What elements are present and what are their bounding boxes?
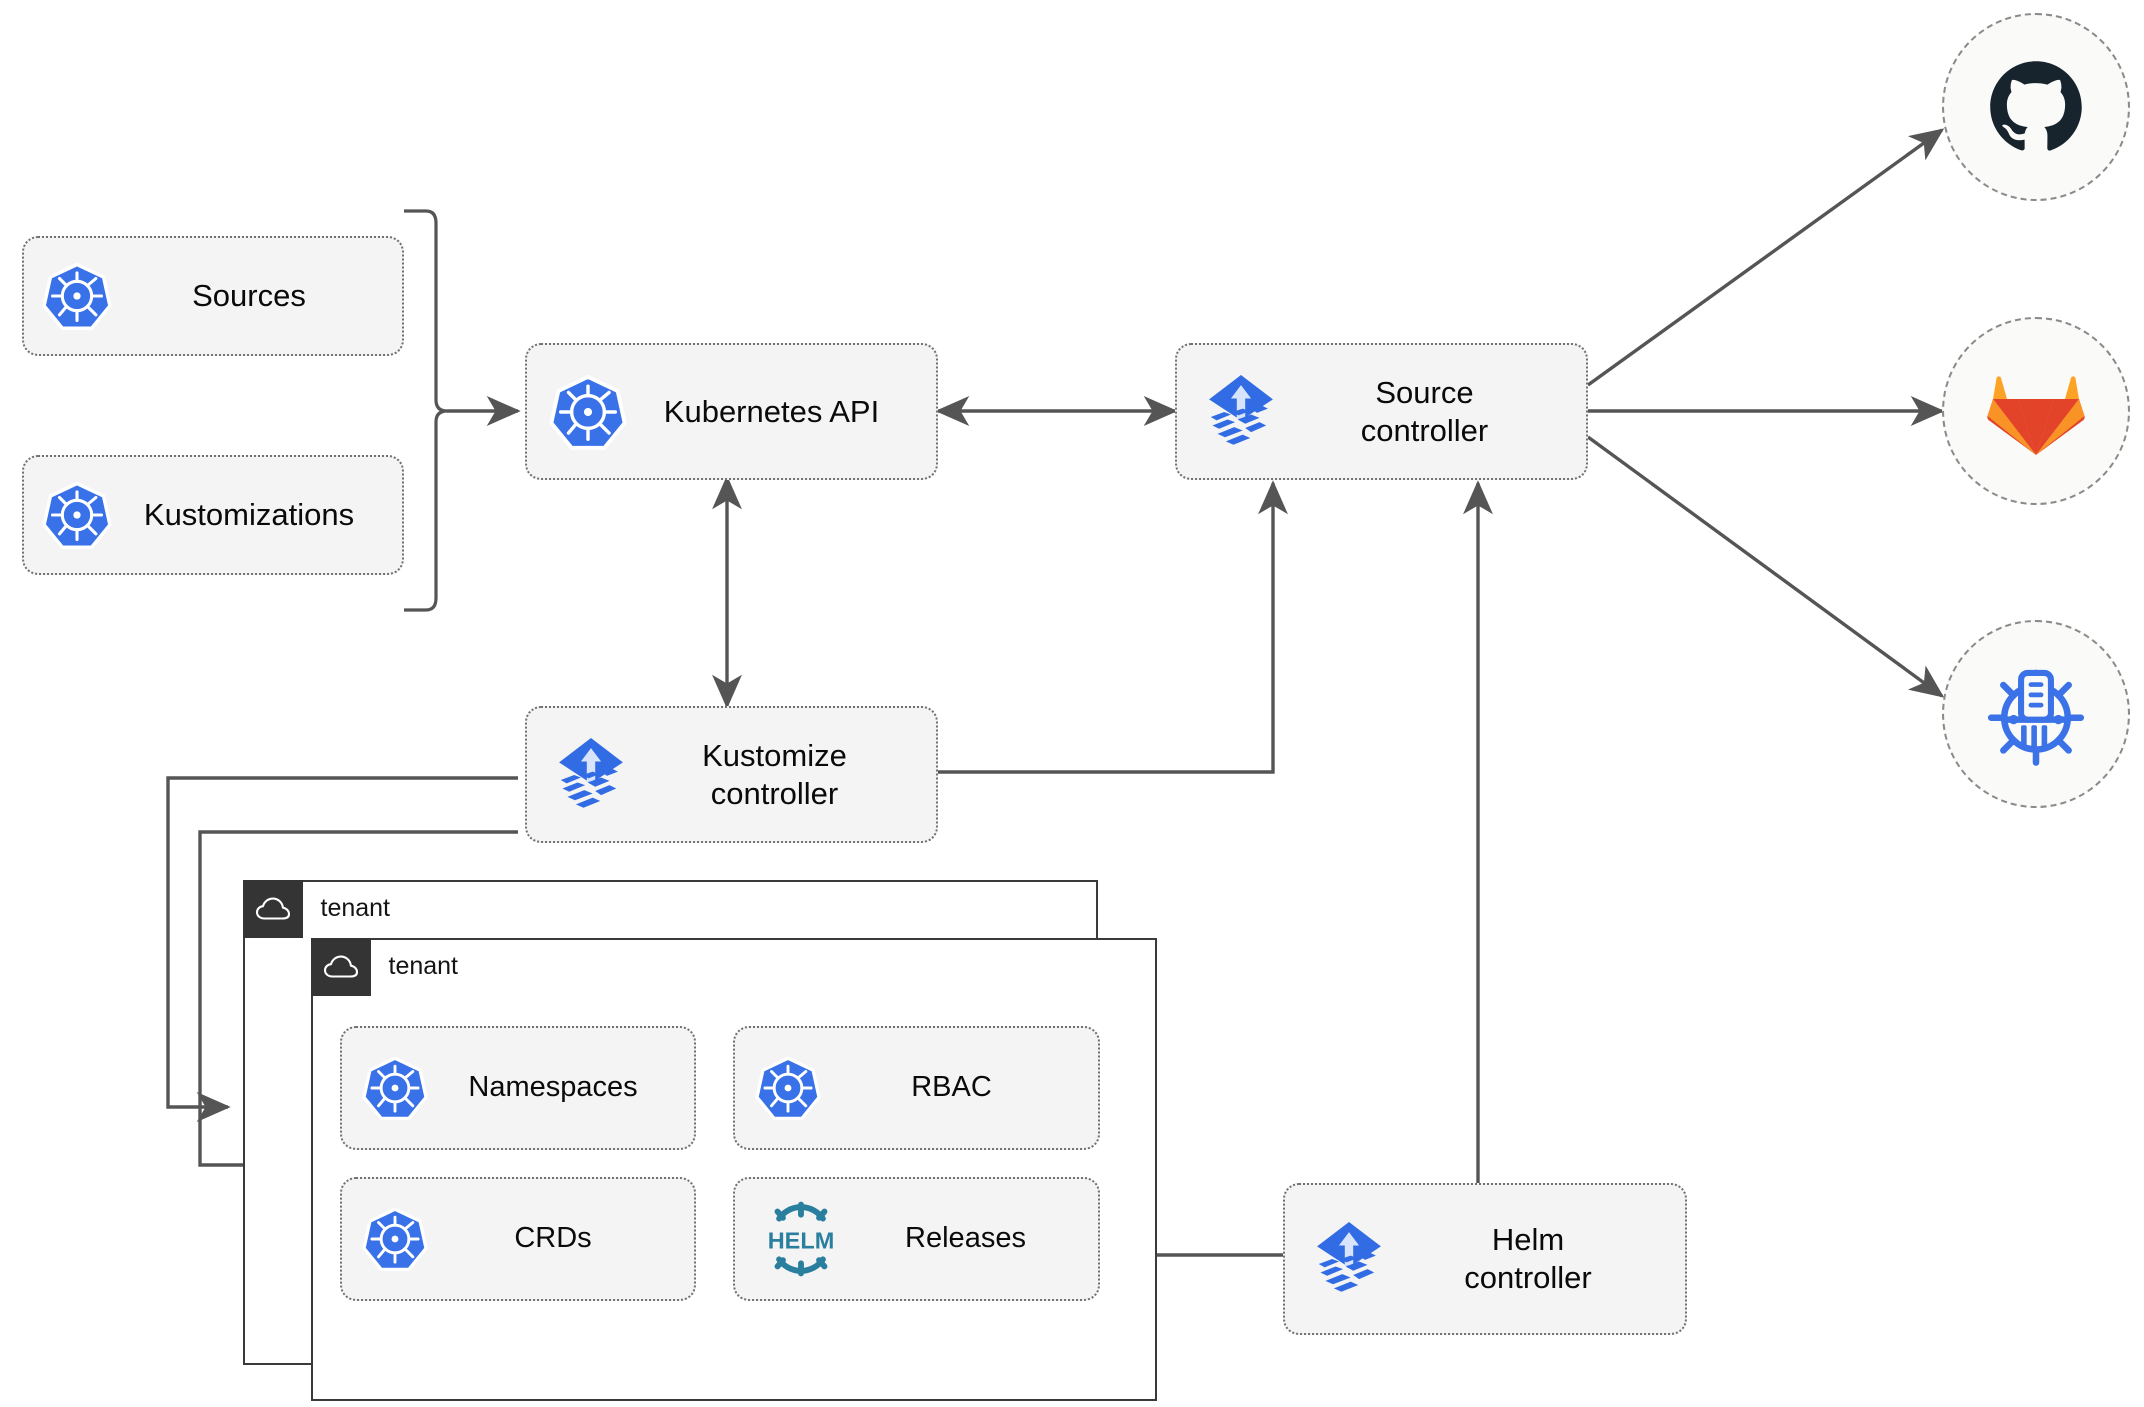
node-crds[interactable]: CRDs — [340, 1177, 696, 1301]
node-rbac[interactable]: RBAC — [733, 1026, 1100, 1150]
node-label: Namespaces — [468, 1071, 638, 1104]
flux-icon — [1199, 370, 1283, 454]
helm-icon: HELM — [753, 1201, 849, 1277]
kubernetes-icon — [362, 1206, 428, 1272]
node-label: Kubernetes API — [663, 393, 880, 429]
helm-wordmark: HELM — [768, 1227, 835, 1253]
node-label: CRDs — [514, 1222, 592, 1255]
gitlab-icon — [1987, 376, 2085, 455]
node-kubernetes-api[interactable]: Kubernetes API — [525, 343, 938, 480]
node-label: Sources — [192, 278, 306, 314]
node-helm-controller[interactable]: Helm controller — [1283, 1183, 1687, 1335]
node-label: Kustomize controller — [702, 737, 847, 811]
group-bracket — [404, 209, 448, 612]
tenant-header-outer: tenant — [242, 879, 391, 938]
flux-icon — [1307, 1217, 1391, 1301]
external-source-github[interactable] — [1942, 13, 2130, 201]
github-icon — [1990, 61, 2082, 151]
edge-kustomize-to-source-controller — [938, 480, 1288, 774]
tenant-label: tenant — [320, 894, 391, 922]
kubernetes-icon — [362, 1055, 428, 1121]
kubernetes-icon — [42, 480, 112, 550]
kubernetes-icon — [549, 373, 627, 451]
edge-source-controller-to-github — [1587, 128, 1945, 387]
node-label: RBAC — [911, 1071, 992, 1104]
node-label: Kustomizations — [143, 497, 355, 533]
external-source-gitlab[interactable] — [1942, 317, 2130, 505]
cloud-icon — [242, 879, 303, 938]
flux-icon — [549, 733, 633, 817]
kubernetes-icon — [755, 1055, 821, 1121]
node-label: Source controller — [1360, 374, 1489, 448]
cloud-icon — [310, 937, 371, 996]
external-source-helm-repository[interactable] — [1942, 620, 2130, 808]
tenant-label: tenant — [388, 952, 459, 980]
tenant-header-inner: tenant — [310, 937, 459, 996]
node-kustomize-controller[interactable]: Kustomize controller — [525, 706, 938, 843]
node-source-controller[interactable]: Source controller — [1175, 343, 1588, 480]
node-namespaces[interactable]: Namespaces — [340, 1026, 696, 1150]
kubernetes-icon — [42, 261, 112, 331]
helm-repository-icon — [1987, 669, 2085, 766]
node-kustomizations[interactable]: Kustomizations — [22, 455, 404, 575]
node-releases[interactable]: HELM Releases — [733, 1177, 1100, 1301]
node-sources[interactable]: Sources — [22, 236, 404, 356]
tenant-container-inner: tenant — [310, 937, 1157, 1401]
node-label: Helm controller — [1464, 1222, 1592, 1295]
node-label: Releases — [905, 1222, 1026, 1255]
edge-source-controller-to-helm-repository — [1586, 435, 1945, 698]
